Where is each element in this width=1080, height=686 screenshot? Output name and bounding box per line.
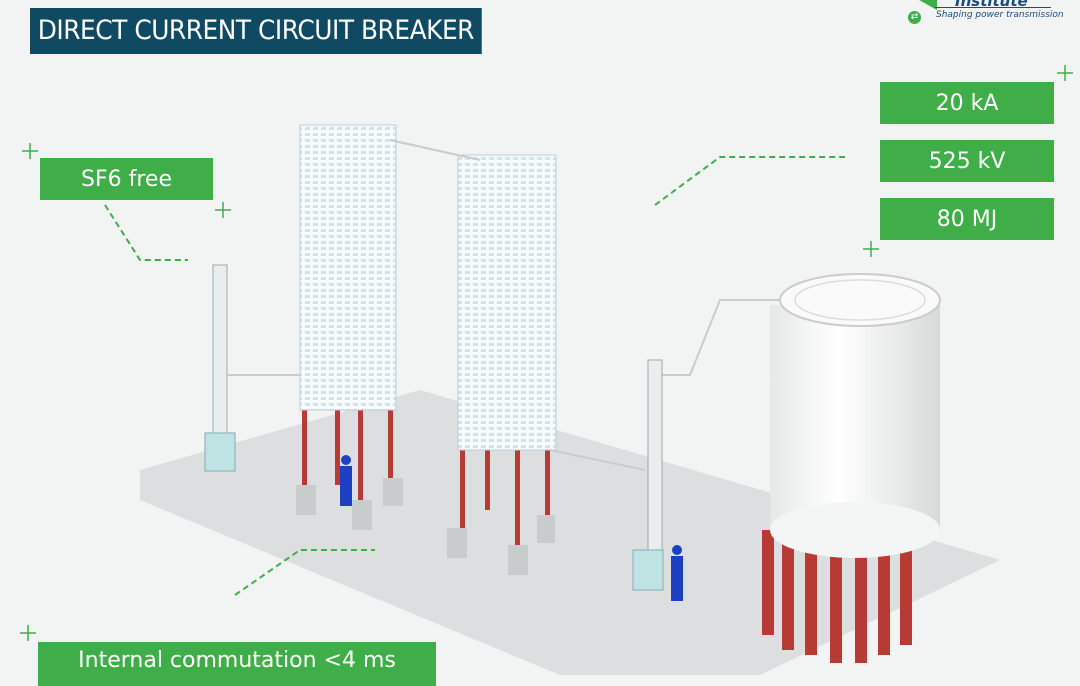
leaf-icon <box>919 0 937 10</box>
leader-lines <box>104 156 845 596</box>
page-title: DIRECT CURRENT CIRCUIT BREAKER <box>30 8 482 54</box>
spec-voltage: 525 kV <box>880 140 1054 182</box>
feature-commutation: Internal commutation <4 ms <box>38 642 436 686</box>
crosshair-marks <box>20 65 1073 641</box>
tower-1 <box>296 124 403 530</box>
institute-logo: Institute Shaping power transmission ⇄ <box>905 0 1065 26</box>
right-bushing <box>632 359 664 591</box>
logo-slogan: Shaping power transmission <box>936 10 1064 20</box>
left-bushing <box>204 264 236 472</box>
tower-2 <box>447 154 557 575</box>
logo-name: Institute <box>955 0 1028 10</box>
feature-sf6-free: SF6 free <box>40 158 213 200</box>
logo-divider <box>935 7 1051 8</box>
spec-current: 20 kA <box>880 82 1054 124</box>
spec-energy: 80 MJ <box>880 198 1054 240</box>
energy-absorber <box>762 273 941 663</box>
workers <box>340 455 683 601</box>
swap-arrows-icon: ⇄ <box>908 11 921 24</box>
connection-wires <box>227 139 790 471</box>
